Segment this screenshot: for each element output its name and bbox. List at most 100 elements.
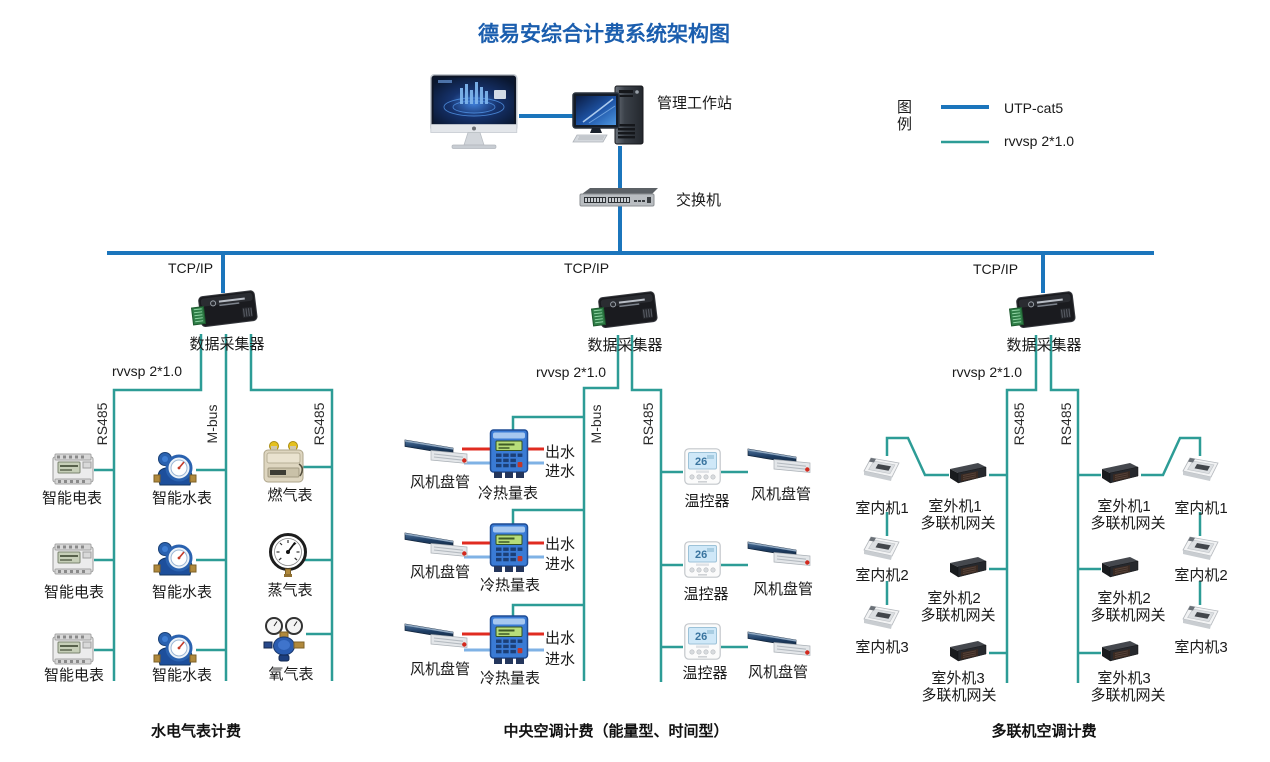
gateway-label-l2: 多联机网关 (920, 607, 996, 624)
bus-label-right-rs485-a: RS485 (1011, 402, 1027, 446)
bus-left-rs485-b (249, 334, 334, 681)
thermostat-icon-2 (684, 541, 721, 578)
stub-emeters (94, 468, 114, 652)
outdoor-unit-left-icon-1 (949, 462, 987, 484)
collector-label-center: 数据采集器 (587, 337, 663, 354)
thermostat-label-2: 温控器 (683, 586, 729, 603)
indoor-left-label-1: 室内机1 (855, 500, 909, 517)
fan-coil-right-icon-2 (747, 541, 811, 567)
bus-center-mbus (582, 335, 620, 681)
indoor-right-label-2: 室内机2 (1174, 567, 1228, 584)
outdoor-unit-left-icon-3 (949, 640, 987, 662)
heat-meter-icon-2 (489, 523, 529, 573)
thermostat-label-1: 温控器 (684, 493, 730, 510)
outdoor-right-label-2: 室外机2 (1097, 590, 1151, 607)
inlet-label-1: 进水 (545, 463, 576, 480)
pc-workstation-icon (572, 85, 644, 145)
water-meter-icon-2 (152, 541, 198, 577)
electric-meter-label-1: 智能电表 (41, 490, 103, 507)
indoor-left-label-3: 室内机3 (855, 639, 909, 656)
oxygen-meter-icon (263, 617, 305, 662)
caption-left: 水电气表计费 (150, 723, 242, 740)
indoor-unit-left-icon-3 (863, 605, 900, 630)
stub-thermostats (661, 470, 748, 649)
outdoor-left-label-2: 室外机2 (927, 590, 981, 607)
fan-coil-left-label-2: 风机盘管 (409, 564, 471, 581)
workstation-label: 管理工作站 (657, 95, 733, 112)
thermostat-icon-1 (684, 448, 721, 485)
indoor-unit-right-icon-3 (1182, 605, 1219, 630)
fan-coil-left-label-3: 风机盘管 (409, 661, 471, 678)
inlet-label-3: 进水 (545, 651, 576, 668)
wire-indoor1-outdoor1-right (1141, 436, 1202, 477)
water-meter-label-1: 智能水表 (151, 490, 213, 507)
indoor-unit-right-icon-1 (1182, 457, 1219, 482)
switch-icon (579, 187, 659, 207)
inlet-label-2: 进水 (545, 556, 576, 573)
outdoor-unit-left-icon-2 (949, 556, 987, 578)
heat-meter-icon-3 (489, 615, 529, 665)
cable-label-left: rvvsp 2*1.0 (112, 363, 183, 379)
stub-outdoor-right (1078, 473, 1101, 655)
steam-meter-label: 蒸气表 (267, 582, 313, 599)
steam-meter-icon (269, 533, 307, 579)
fan-coil-left-label-1: 风机盘管 (409, 474, 471, 491)
cable-label-center: rvvsp 2*1.0 (536, 364, 607, 380)
collector-label-right: 数据采集器 (1006, 337, 1082, 354)
bus-right-rs485-a (1005, 335, 1038, 683)
bus-label-left-rs485-b: RS485 (311, 402, 327, 446)
gateway-label-r2: 多联机网关 (1090, 607, 1166, 624)
legend-item-utp: UTP-cat5 (1004, 100, 1064, 116)
outdoor-unit-right-icon-3 (1101, 640, 1139, 662)
tcpip-label-left: TCP/IP (168, 260, 214, 276)
indoor-right-label-3: 室内机3 (1174, 639, 1228, 656)
water-meter-label-3: 智能水表 (151, 667, 213, 684)
outlet-label-1: 出水 (545, 444, 576, 461)
cable-label-right: rvvsp 2*1.0 (952, 364, 1023, 380)
wire-indoor1-outdoor1-left (885, 436, 949, 477)
gas-meter-icon (263, 440, 304, 483)
caption-right: 多联机空调计费 (991, 723, 1097, 740)
page-title: 德易安综合计费系统架构图 (478, 23, 730, 46)
stub-gas (302, 465, 332, 636)
outdoor-right-label-3: 室外机3 (1097, 670, 1151, 687)
collector-center-icon (589, 290, 658, 330)
bus-right-rs485-b (1049, 335, 1080, 683)
collector-left-icon (189, 289, 258, 329)
indoor-right-label-1: 室内机1 (1174, 500, 1228, 517)
bus-label-right-rs485-b: RS485 (1058, 402, 1074, 446)
legend-item-rvvsp: rvvsp 2*1.0 (1004, 133, 1075, 149)
electric-meter-icon-1 (52, 453, 94, 485)
outdoor-left-label-1: 室外机1 (928, 498, 982, 515)
indoor-left-label-2: 室内机2 (855, 567, 909, 584)
thermostat-icon-3 (684, 623, 721, 660)
tcpip-label-right: TCP/IP (973, 261, 1019, 277)
water-meter-label-2: 智能水表 (151, 584, 213, 601)
fan-coil-left-icon-3 (404, 623, 468, 649)
outlet-label-3: 出水 (545, 630, 576, 647)
fan-coil-right-icon-3 (747, 631, 811, 657)
bus-label-center-rs485: RS485 (640, 402, 656, 446)
collector-right-icon (1007, 290, 1076, 330)
gateway-label-r1: 多联机网关 (1090, 515, 1166, 532)
water-meter-icon-3 (152, 631, 198, 667)
fan-coil-right-label-1: 风机盘管 (750, 486, 812, 503)
thermostat-label-3: 温控器 (682, 665, 728, 682)
electric-meter-label-3: 智能电表 (43, 667, 105, 684)
fan-coil-right-label-2: 风机盘管 (752, 581, 814, 598)
fan-coil-right-label-3: 风机盘管 (747, 664, 809, 681)
tcpip-label-center: TCP/IP (564, 260, 610, 276)
indoor-unit-right-icon-2 (1182, 536, 1219, 561)
electric-meter-icon-2 (52, 543, 94, 575)
bus-label-center-mbus: M-bus (588, 404, 604, 444)
bus-label-left-mbus: M-bus (204, 404, 220, 444)
heat-meter-label-3: 冷热量表 (479, 670, 541, 687)
outdoor-right-label-1: 室外机1 (1097, 498, 1151, 515)
water-meter-icon-1 (152, 451, 198, 487)
switch-label: 交换机 (676, 192, 722, 209)
gateway-label-l1: 多联机网关 (920, 515, 996, 532)
gateway-label-r3: 多联机网关 (1090, 687, 1166, 704)
legend-title: 图例 (897, 99, 913, 133)
